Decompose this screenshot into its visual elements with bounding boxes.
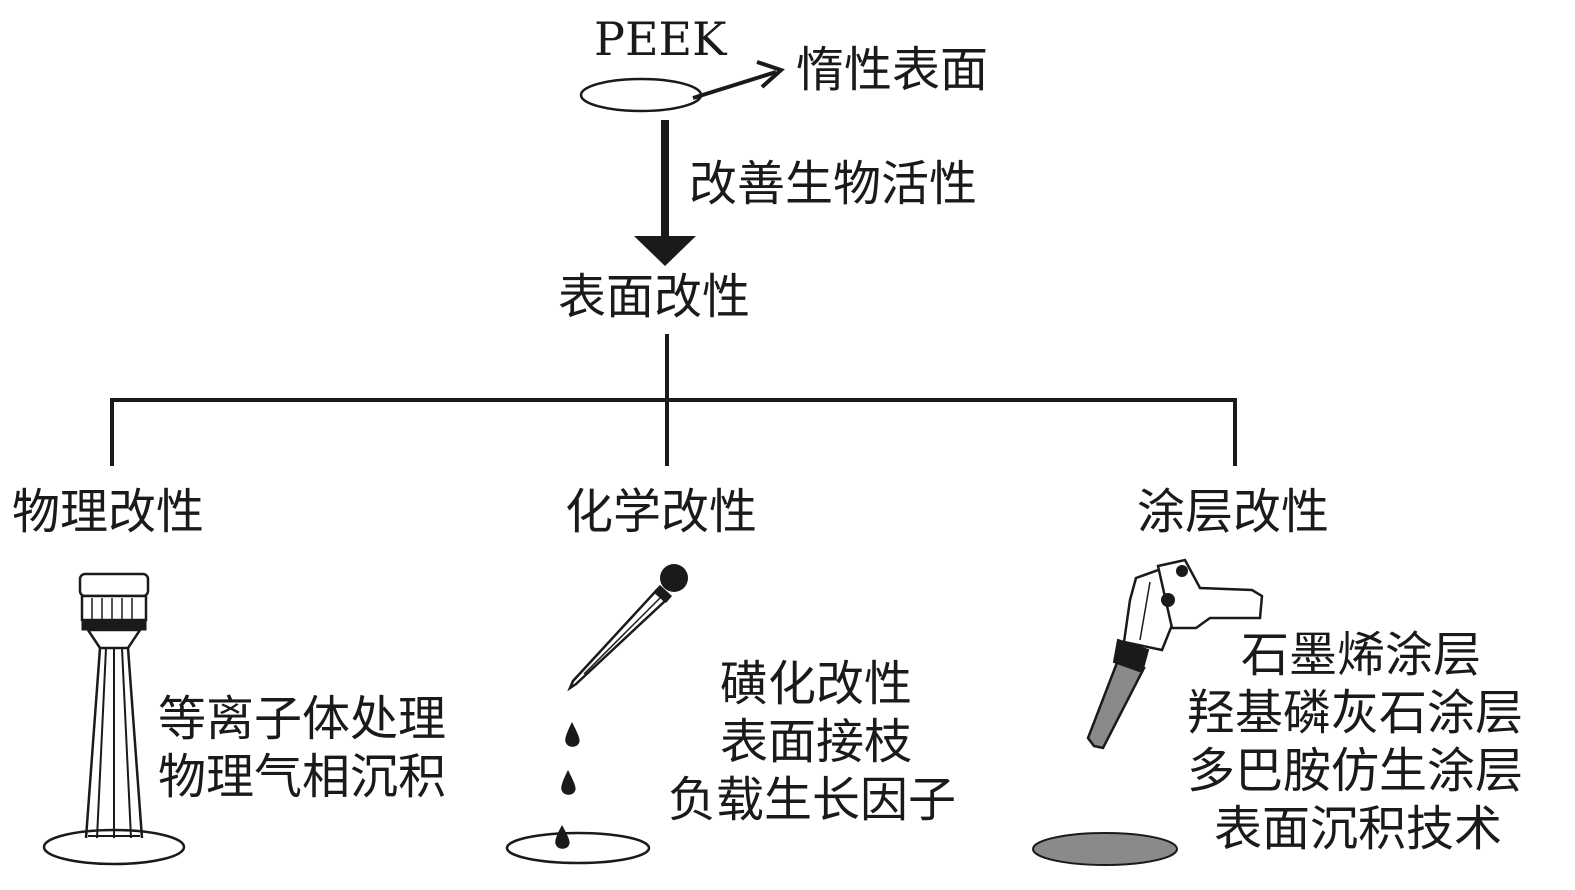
coating-method-item: 羟基磷灰石涂层	[1187, 685, 1524, 741]
physical-method-item: 物理气相沉积	[158, 749, 447, 805]
coating-method-item: 多巴胺仿生涂层	[1187, 743, 1524, 799]
peek-label: PEEK	[594, 12, 727, 66]
coating-modification-title: 涂层改性	[1137, 484, 1330, 540]
improve-arrow	[634, 120, 696, 266]
chemical-method-item: 磺化改性	[720, 656, 913, 712]
dropper-icon	[505, 564, 688, 865]
coating-method-item: 石墨烯涂层	[1241, 627, 1482, 683]
chemical-method-item: 负载生长因子	[668, 772, 957, 828]
physical-modification-title: 物理改性	[12, 484, 205, 540]
inert-surface-label: 惰性表面	[796, 42, 989, 98]
plasma-torch-icon	[42, 572, 186, 866]
improve-bioactivity-label: 改善生物活性	[689, 156, 978, 212]
chemical-methods-list: 磺化改性 表面接枝 负载生长因子	[668, 655, 956, 829]
chemical-method-item: 表面接枝	[720, 714, 913, 770]
spray-gun-icon	[1032, 558, 1264, 866]
coating-methods-list: 石墨烯涂层 羟基磷灰石涂层 多巴胺仿生涂层 表面沉积技术	[1187, 626, 1523, 858]
inert-surface-arrow	[692, 60, 785, 100]
peek-disc	[579, 77, 703, 113]
physical-method-item: 等离子体处理	[158, 691, 447, 747]
coating-method-item: 表面沉积技术	[1214, 801, 1503, 857]
chemical-modification-title: 化学改性	[565, 484, 758, 540]
surface-modification-title: 表面改性	[558, 269, 751, 325]
physical-methods-list: 等离子体处理 物理气相沉积	[158, 690, 446, 806]
tree-connectors	[110, 334, 1237, 466]
